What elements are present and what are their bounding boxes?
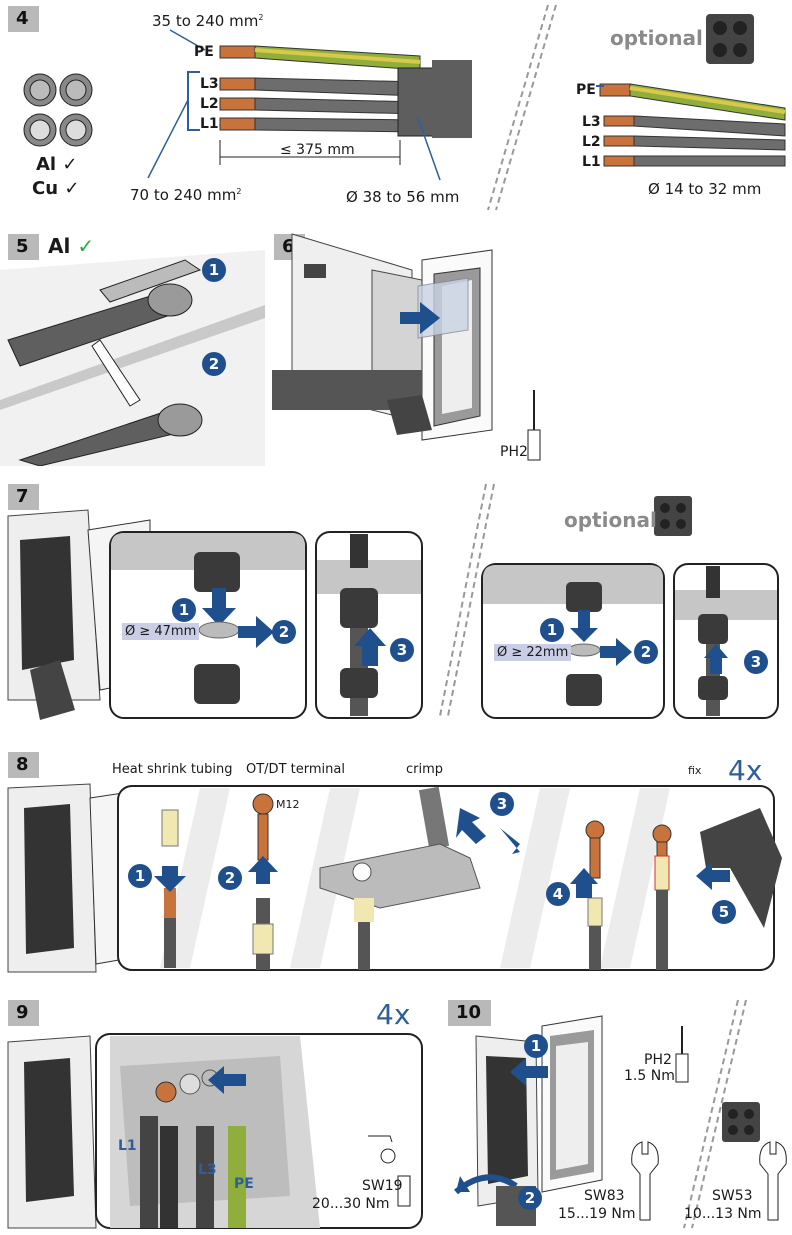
min-diameter-large: Ø ≥ 47mm: [122, 623, 200, 640]
opt-l3-label: L3: [582, 114, 601, 130]
opt-l1-label: L1: [582, 154, 601, 170]
cable-diameter: Ø 38 to 56 mm: [346, 188, 460, 206]
badge-3: 3: [490, 792, 514, 816]
l1-label: L1: [200, 116, 219, 132]
l2-label: L2: [200, 96, 219, 112]
badge-2: 2: [272, 620, 296, 644]
conductor-brushing-drawing: [0, 250, 265, 466]
section-divider: [487, 4, 557, 211]
badge-2: 2: [202, 352, 226, 376]
badge-3-optional: 3: [744, 650, 768, 674]
pe-label: PE: [194, 44, 214, 60]
min-diameter-small: Ø ≥ 22mm: [494, 644, 572, 661]
l1-label: L1: [118, 1138, 137, 1154]
cu-label: Cu ✓: [32, 178, 80, 199]
optional-cables: [596, 83, 786, 167]
step-number: 5: [8, 234, 39, 260]
step-number: 4: [8, 6, 39, 32]
main-cables: [147, 29, 472, 181]
screwdriver-label: PH2: [644, 1052, 672, 1068]
l3-label: L3: [198, 1162, 217, 1178]
step-number: 8: [8, 752, 39, 778]
cable-preparation-drawing: [23, 4, 786, 211]
cable-gland-insert-icon: [706, 14, 754, 64]
opt-l2-label: L2: [582, 134, 601, 150]
badge-4: 4: [546, 882, 570, 906]
conductor-type-icons: [23, 73, 93, 147]
badge-2: 2: [518, 1186, 542, 1210]
opt-pe-label: PE: [576, 82, 596, 98]
badge-5: 5: [712, 900, 736, 924]
inverter-cover-drawing: [272, 233, 541, 461]
step-number: 7: [8, 484, 39, 510]
torque-label: 20...30 Nm: [312, 1196, 390, 1212]
step-6-panel: 6 PH2: [272, 230, 562, 466]
cable-gland-drawing: [7, 483, 779, 720]
terminal-crimping-drawing: [7, 783, 782, 973]
heat-shrink-label: Heat shrink tubing: [112, 762, 233, 777]
bolt-size-label: M12: [276, 798, 300, 811]
l3-label: L3: [200, 76, 219, 92]
wrench-large-torque: 15...19 Nm: [558, 1206, 636, 1222]
badge-2: 2: [218, 866, 242, 890]
strip-length: ≤ 375 mm: [280, 142, 355, 158]
screwdriver-torque: 1.5 Nm: [624, 1068, 675, 1084]
badge-1: 1: [128, 864, 152, 888]
cover-closing-drawing: [454, 999, 787, 1229]
pe-cross-section: 35 to 240 mm2: [152, 12, 264, 30]
badge-1: 1: [524, 1034, 548, 1058]
step-7-panel: 7: [0, 480, 792, 720]
terminal-label: OT/DT terminal: [246, 762, 345, 777]
step-4-panel: 4: [0, 0, 792, 215]
badge-1-optional: 1: [540, 618, 564, 642]
badge-2-optional: 2: [634, 640, 658, 664]
step-number: 10: [448, 1000, 492, 1026]
screwdriver-label: PH2: [500, 444, 528, 460]
step-8-panel: 8: [0, 748, 792, 980]
repeat-count: 4x: [728, 754, 763, 787]
optional-label: optional: [610, 26, 703, 50]
crimp-label: crimp: [406, 762, 444, 777]
line-cross-section: 70 to 240 mm2: [130, 186, 242, 204]
step-10-panel: 10 1 2 PH2 1.5 Nm SW83 15...19 Nm SW53 1…: [446, 996, 792, 1230]
optional-label: optional: [564, 508, 657, 532]
fix-label: fix: [688, 764, 702, 777]
al-label: Al ✓: [36, 154, 78, 175]
wrench-large-label: SW83: [584, 1188, 625, 1204]
step-number: 9: [8, 1000, 39, 1026]
wrench-label: SW19: [362, 1178, 403, 1194]
aluminium-label: Al ✓: [48, 234, 95, 258]
badge-3: 3: [390, 638, 414, 662]
badge-1: 1: [172, 598, 196, 622]
wrench-small-torque: 10...13 Nm: [684, 1206, 762, 1222]
pe-label: PE: [234, 1176, 254, 1192]
repeat-count: 4x: [376, 998, 411, 1031]
small-gland-insert-icon: [654, 496, 692, 536]
step-9-panel: 9 4x L1 L3 PE SW19 20...30 Nm: [0, 996, 430, 1230]
step-5-panel: 5 Al ✓ 1 2: [0, 230, 265, 466]
wrench-small-label: SW53: [712, 1188, 753, 1204]
terminal-mounting-drawing: [7, 1033, 423, 1229]
opt-cable-diameter: Ø 14 to 32 mm: [648, 180, 762, 198]
badge-1: 1: [202, 258, 226, 282]
